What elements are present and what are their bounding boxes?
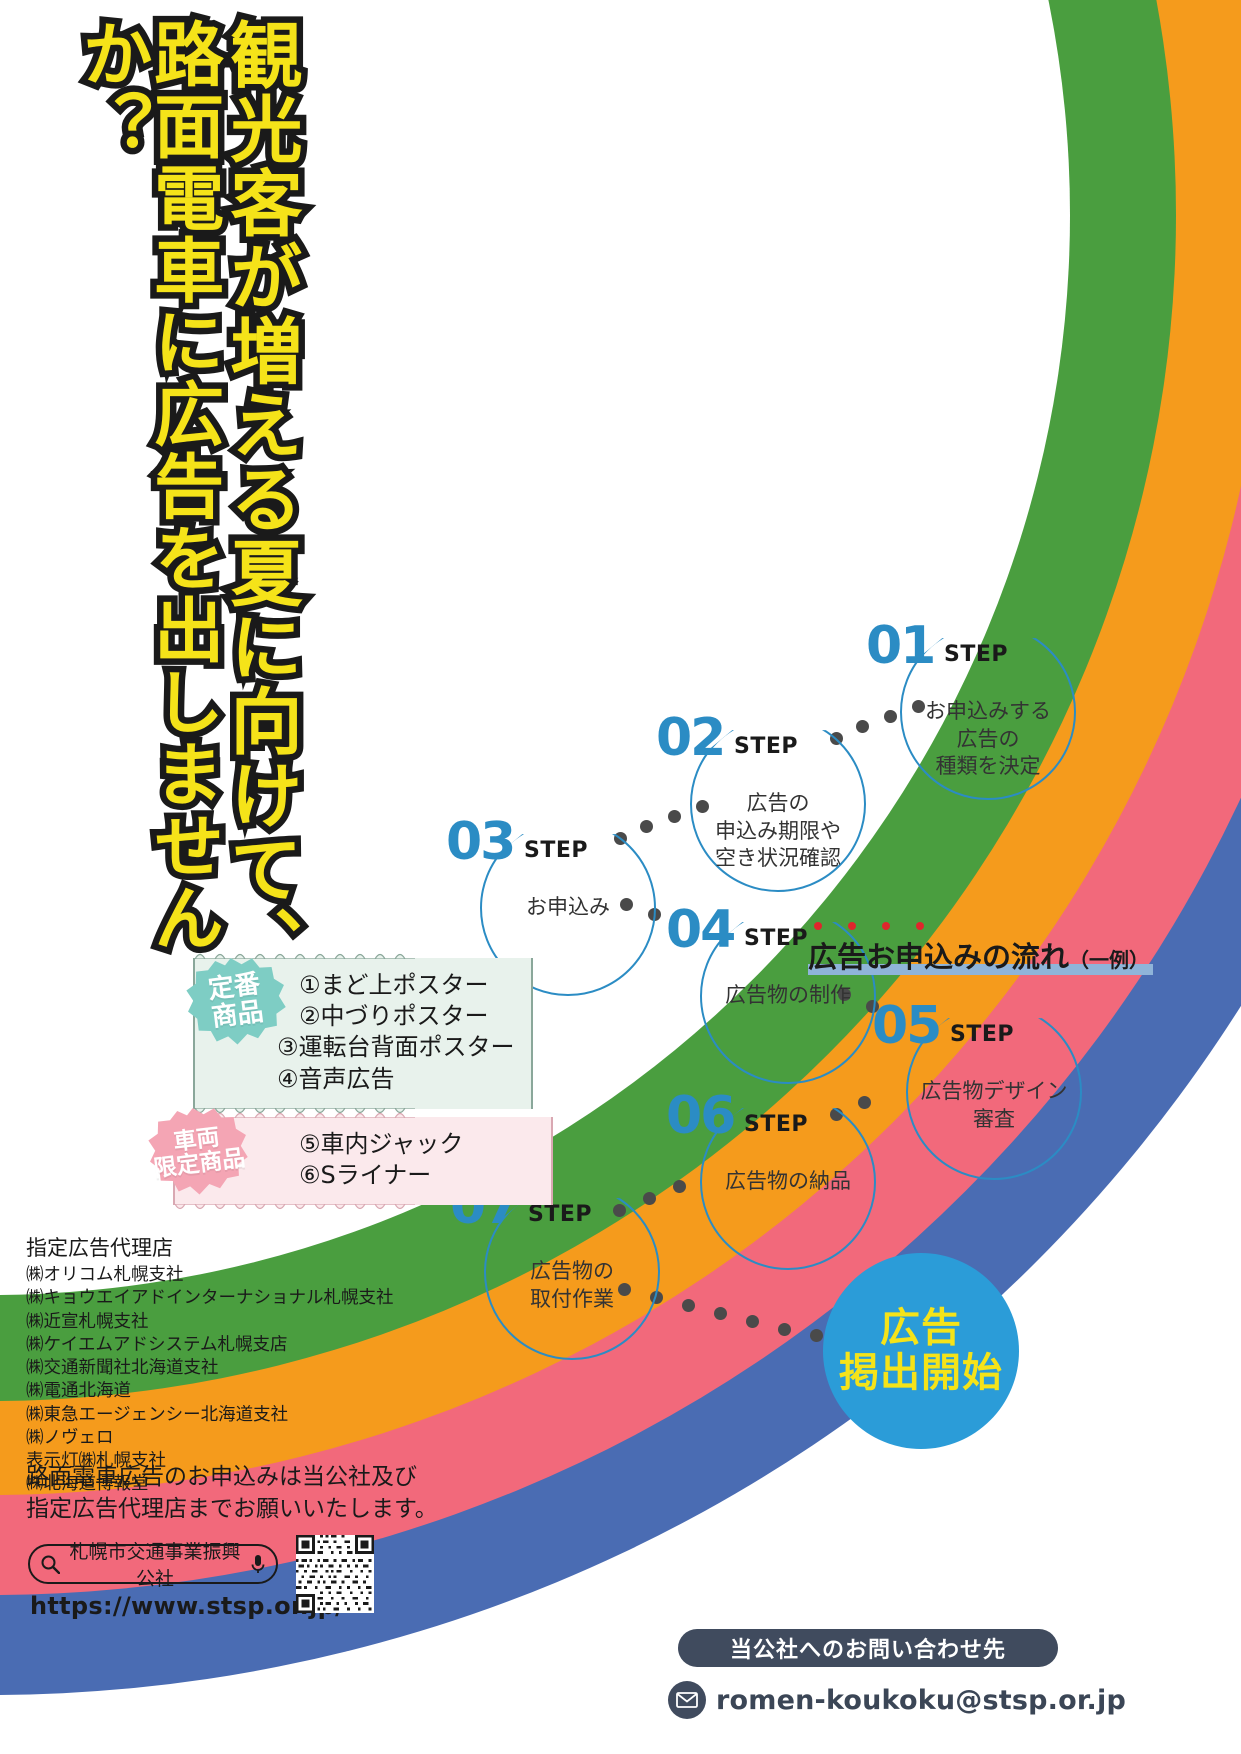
step-number: 06 [666,1086,736,1146]
step-label: STEP [524,838,589,863]
product-item: ⑥Sライナー [299,1161,432,1190]
badge-vehicle-limited-product: 車両 限定商品 [141,1100,255,1204]
flow-heading-suffix: （一例） [1069,948,1150,972]
step-body: 広告物の納品 [725,1169,851,1193]
step-ring [906,1018,1082,1180]
apply-note-line-2: 指定広告代理店までお願いいたします。 [26,1495,438,1522]
qr-code[interactable] [296,1535,374,1613]
step-label: STEP [950,1022,1015,1047]
step-ring [700,922,876,1084]
contact-email-address[interactable]: romen-koukoku@stsp.or.jp [716,1684,1126,1716]
agency-item: ㈱近宣札幌支社 [26,1311,149,1332]
start-badge-line-2: 掲出開始 [839,1350,1003,1396]
step-04: 04 STEP 広告物の制作 [666,900,876,1084]
apply-note: 路面電車広告のお申込みは当公社及び 指定広告代理店までお願いいたします。 [26,1462,438,1525]
step-body: 広告物デザイン 審査 [920,1079,1068,1131]
step-05: 05 STEP 広告物デザイン 審査 [872,996,1082,1180]
search-icon [41,1555,60,1574]
tram-icon-green [460,607,590,714]
search-pill[interactable]: 札幌市交通事業振興公社 [28,1541,278,1590]
agency-item: ㈱電通北海道 [26,1381,131,1402]
step-number: 05 [872,996,942,1056]
envelope-icon [668,1681,706,1719]
agency-list: 指定広告代理店 ㈱オリコム札幌支社 ㈱キョウエイアドインターナショナル札幌支社 … [26,1232,394,1497]
step-body: お申込み [526,895,610,919]
contact-email-row[interactable]: romen-koukoku@stsp.or.jp [668,1681,1126,1719]
badge-starburst-shape [148,1108,248,1195]
start-badge-line-1: 広告 [880,1305,962,1352]
step-body: 広告物の 取付作業 [530,1259,614,1311]
website-url[interactable]: https://www.stsp.or.jp/ [30,1592,345,1620]
step-number: 04 [666,900,736,960]
tram-icon-orange [470,407,600,514]
agency-item: ㈱ケイエムアドシステム札幌支店 [26,1334,288,1355]
agency-item: ㈱ノヴェロ [26,1427,114,1448]
flow-heading-emphasis-dots [814,922,924,930]
step-06: 06 STEP 広告物の納品 [666,1086,876,1270]
agency-item: ㈱交通新聞社北海道支社 [26,1358,219,1379]
start-badge: 広告 掲出開始 [823,1253,1019,1449]
agency-list-heading: 指定広告代理店 [26,1236,173,1260]
flow-heading-underline [808,964,1154,975]
step-body: お申込みする 広告の 種類を決定 [925,699,1051,779]
step-ring [900,638,1076,800]
step-label: STEP [744,1112,809,1137]
flow-heading: 広告お申込みの流れ（一例） [808,922,1154,976]
step-label: STEP [734,734,799,759]
step-02: 02 STEP 広告の 申込み期限や 空き状況確認 [656,708,866,892]
product-item: ①まど上ポスター [299,971,489,999]
step-07: 07 STEP 広告物の 取付作業 [450,1176,660,1360]
microphone-icon[interactable] [250,1553,266,1575]
badge-starburst-shape [186,958,286,1045]
agency-item: ㈱キョウエイアドインターナショナル札幌支社 [26,1288,394,1309]
product-item: ⑤車内ジャック [299,1130,464,1158]
step-ring [480,834,656,996]
zigzag-edge-top [195,953,415,959]
zigzag-edge-bottom [175,1204,415,1210]
step-number: 02 [656,708,726,768]
zigzag-edge-bottom [195,1107,415,1113]
tram-icon-pink [452,215,582,322]
contact-bar-label: 当公社へのお問い合わせ先 [729,1638,1006,1663]
page-title-line-1: 路面電車広告の [360,86,1039,198]
flow-heading-text: 広告お申込みの流れ（一例） [808,934,1149,976]
agency-item: ㈱東急エージェンシー北海道支社 [26,1404,289,1425]
agency-item: ㈱オリコム札幌支社 [26,1265,184,1285]
badge-standard-product: 定番 商品 [179,950,293,1054]
badge-line-2: 商品 [209,996,266,1033]
agency-item: 表示灯㈱札幌支社 [26,1451,166,1472]
contact-bar: 当公社へのお問い合わせ先 [678,1629,1058,1667]
product-list-vehicle-limited: ⑤車内ジャック ⑥Sライナー [299,1129,537,1191]
step-body: 広告の 申込み期限や 空き状況確認 [715,791,841,871]
step-body: 広告物の制作 [725,983,851,1007]
page-title-line-2: ご案内 [682,188,973,301]
flow-heading-main: 広告お申込みの流れ [808,940,1070,974]
agency-item: ㈱北海道博報堂 [26,1474,149,1495]
product-item: ③運転台背面ポスター [277,1033,515,1062]
step-03: 03 STEP お申込み [446,812,656,996]
step-label: STEP [528,1202,593,1227]
product-item: ②中づりポスター [299,1002,489,1031]
step-ring [700,1108,876,1270]
step-label: STEP [944,642,1009,667]
product-item: ④音声広告 [277,1064,395,1093]
step-01: 01 STEP お申込みする 広告の 種類を決定 [866,616,1076,800]
product-list-standard: ①まど上ポスター ②中づりポスター ③運転台背面ポスター ④音声広告 [277,970,517,1095]
page-title: 路面電車広告の ご案内 [360,86,1039,301]
step-ring [484,1198,660,1360]
search-query: 札幌市交通事業振興公社 [69,1541,241,1590]
step-ring [690,730,866,892]
step-number: 03 [446,812,516,872]
step-number: 01 [866,616,936,676]
step-label: STEP [744,926,809,951]
apply-note-line-1: 路面電車広告のお申込みは当公社及び [26,1464,417,1490]
